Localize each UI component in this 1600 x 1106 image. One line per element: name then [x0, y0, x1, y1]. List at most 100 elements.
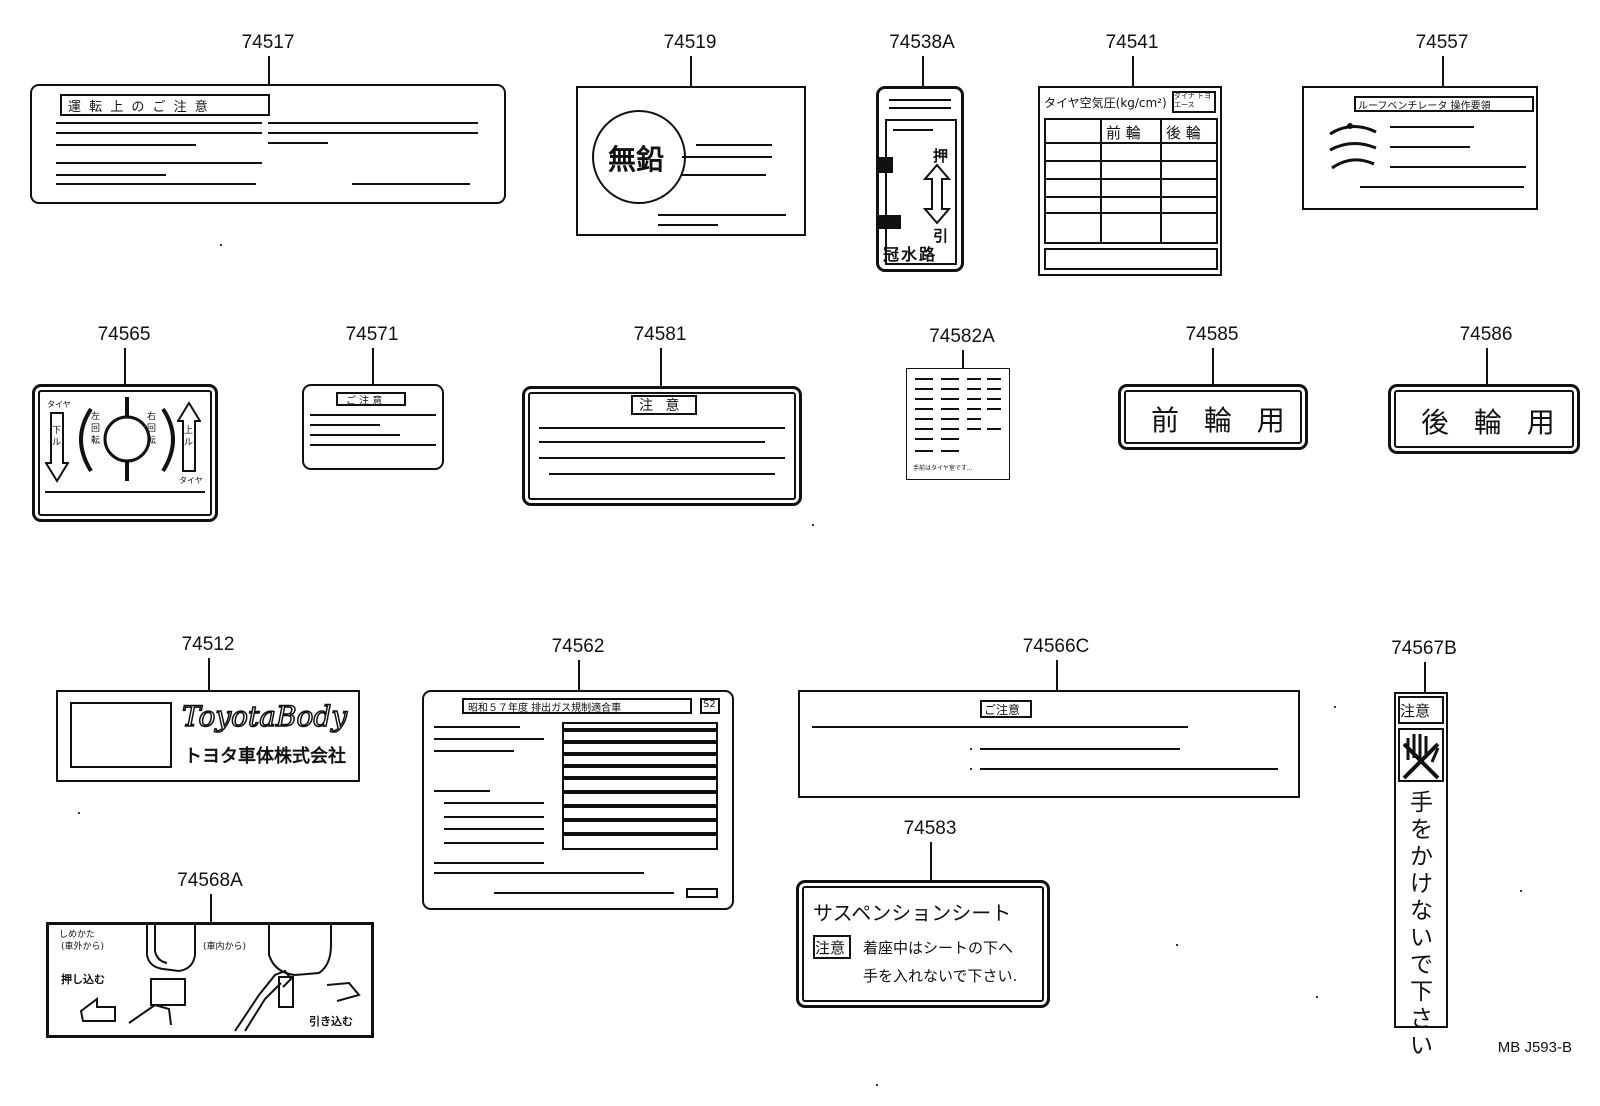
- badge-box: [700, 698, 720, 714]
- text-line: [56, 162, 262, 164]
- push-in-text: 押し込む: [61, 973, 105, 986]
- part-number-74566C: 74566C: [1022, 636, 1090, 657]
- part-number-74567B: 74567B: [1391, 638, 1457, 659]
- leader-line: [962, 350, 964, 368]
- label-74571: ご 注 意: [302, 384, 444, 470]
- leader-line: [1212, 348, 1214, 384]
- leader-line: [1442, 56, 1444, 86]
- part-number-74557: 74557: [1415, 32, 1469, 53]
- text-line: [893, 129, 933, 131]
- leader-line: [1132, 56, 1134, 86]
- label-74567B: 注意 手をかけないで下さい: [1394, 692, 1448, 1059]
- part-number-74517: 74517: [241, 32, 295, 53]
- door-handle-illustration-icon: [79, 925, 361, 1032]
- text-line: [539, 457, 785, 459]
- text-line: [494, 892, 674, 894]
- speck: [1316, 996, 1318, 998]
- label-74512: ToyotaBody トヨタ車体株式会社: [56, 690, 360, 782]
- text-line: [268, 122, 478, 124]
- part-number-74541: 74541: [1105, 32, 1159, 53]
- text-line: [658, 214, 786, 216]
- label-74541: タイヤ空気圧(kg/cm²) ダイナ トヨエース 前 輪 後 輪: [1038, 86, 1222, 276]
- push-text: 押: [933, 147, 949, 165]
- bullet-dot: [970, 768, 972, 770]
- text-line: [268, 132, 478, 134]
- small-box: [686, 888, 718, 898]
- label-74585: 前 輪 用: [1118, 384, 1308, 450]
- text-line: [1390, 126, 1474, 128]
- knob-icon: [879, 215, 901, 229]
- text-line: [56, 174, 166, 176]
- label-74517: 運 転 上 の ご 注 意: [30, 84, 506, 204]
- text-line: [889, 99, 951, 101]
- label-title: ご 注 意: [346, 396, 383, 407]
- rear-wheel-use-text: 後 輪 用: [1421, 406, 1563, 439]
- text-line: [812, 726, 1188, 728]
- do-not-hold-vertical-text: 手をかけないで下さい: [1410, 790, 1433, 1059]
- text-line: [444, 802, 544, 804]
- table-row-line: [1044, 178, 1218, 180]
- label-title-box: [462, 698, 692, 714]
- speck: [220, 244, 222, 246]
- rear-wheel-header: 後 輪: [1166, 124, 1201, 142]
- emission-badge: S2: [703, 699, 716, 710]
- company-name: トヨタ車体株式会社: [184, 746, 346, 767]
- from-outside-text: (車外から): [61, 942, 105, 952]
- warning-line-1: 着座中はシートの下へ: [863, 939, 1014, 957]
- part-number-74585: 74585: [1185, 324, 1239, 345]
- from-inside-text: (車内から): [203, 942, 247, 952]
- part-number-74582A: 74582A: [929, 326, 995, 347]
- push-pull-arrow-icon: [923, 163, 951, 225]
- part-number-74568A: 74568A: [177, 870, 243, 891]
- text-line: [658, 224, 718, 226]
- table-divider: [1160, 118, 1162, 244]
- text-line: [310, 434, 400, 436]
- leader-line: [1424, 662, 1426, 692]
- text-line: [434, 872, 644, 874]
- text-line: [444, 828, 544, 830]
- text-line: [980, 748, 1180, 750]
- suspension-seat-title: サスペンションシート: [813, 901, 1012, 925]
- label-title-box: [631, 395, 697, 415]
- part-number-74538A: 74538A: [889, 32, 955, 53]
- label-74566C: ご注意: [798, 690, 1300, 798]
- leader-line: [1056, 660, 1058, 690]
- label-footnote: 手前はタイヤ室です...: [913, 465, 973, 472]
- text-grid-icon: [915, 378, 1001, 452]
- caution-box: [813, 935, 851, 959]
- text-line: [980, 768, 1278, 770]
- table-row-line: [1044, 196, 1218, 198]
- label-74565: タイヤ 下ル 左回転 右回転 上ル タイヤ: [32, 384, 218, 522]
- emission-title: 昭和５７年度 排出ガス規制適合車: [468, 703, 622, 714]
- down-arrow-icon: [45, 412, 69, 483]
- knob-icon: [879, 157, 893, 173]
- up-text: 上ル: [184, 426, 194, 448]
- text-line: [310, 444, 436, 446]
- label-74582A: 手前はタイヤ室です...: [906, 368, 1010, 480]
- speck: [1334, 706, 1336, 708]
- leader-line: [930, 842, 932, 880]
- unleaded-text: 無鉛: [608, 143, 665, 176]
- text-line: [682, 156, 772, 158]
- table-row-line: [1044, 212, 1218, 214]
- leader-line: [690, 56, 692, 86]
- caution-text: 注意: [815, 939, 846, 957]
- down-text: 下ル: [52, 426, 62, 448]
- leader-line: [124, 348, 126, 384]
- right-rotation-text: 右回転: [147, 412, 157, 446]
- leader-line: [210, 894, 212, 922]
- footer-box: [1044, 248, 1218, 270]
- text-line: [889, 107, 951, 109]
- leader-line: [268, 56, 270, 84]
- label-74568A: しめかた (車外から) (車内から) 押し込む 引き込む: [46, 922, 374, 1038]
- diagram-reference-code: MB J593-B: [1497, 1039, 1572, 1056]
- label-74519: 無鉛: [576, 86, 806, 236]
- steering-dial-icon: [79, 397, 175, 481]
- pull-in-text: 引き込む: [309, 1015, 353, 1028]
- left-rotation-text: 左回転: [91, 412, 101, 446]
- speck: [78, 812, 80, 814]
- label-title: 注 意: [639, 398, 684, 414]
- text-line: [444, 816, 544, 818]
- part-number-74571: 74571: [345, 324, 399, 345]
